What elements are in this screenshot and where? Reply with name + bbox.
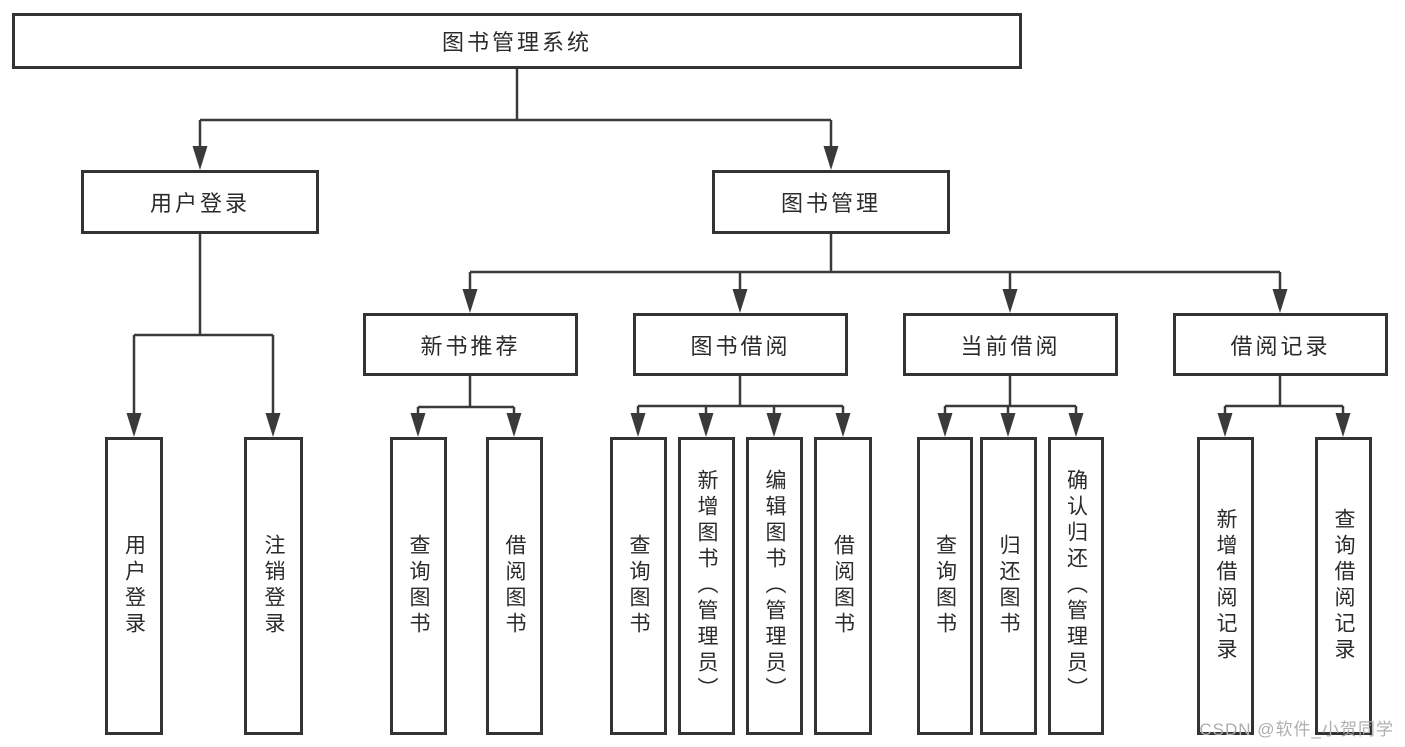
node-book-management-label: 图书管理: [780, 191, 881, 216]
arrowhead: [766, 413, 782, 437]
node-book-borrow-label: 图书借阅: [690, 333, 791, 359]
leaf-edit-book-admin: 编辑图书（管理员）: [746, 437, 803, 735]
leaf-query-book-recommend: 查询图书: [390, 437, 447, 735]
arrowhead: [1335, 413, 1351, 437]
node-root: 图书管理系统: [12, 13, 1022, 69]
node-new-book-recommend: 新书推荐: [363, 313, 578, 376]
arrowhead: [126, 413, 142, 437]
leaf-return-book: 归还图书: [980, 437, 1037, 735]
arrowhead: [1068, 413, 1084, 437]
arrowhead: [1000, 413, 1016, 437]
arrowhead: [1272, 289, 1288, 313]
arrowhead: [937, 413, 953, 437]
node-root-label: 图书管理系统: [441, 30, 592, 55]
leaf-add-borrow-record-label: 新增借阅记录: [1214, 508, 1237, 664]
watermark-text: CSDN @软件_小贺同学: [1199, 720, 1394, 739]
leaf-query-borrow-record-label: 查询借阅记录: [1332, 508, 1355, 664]
arrowhead: [192, 146, 208, 170]
node-book-management: 图书管理: [712, 170, 950, 234]
connector-borrow-records-to-leaves: [1217, 376, 1351, 437]
leaf-logout-login: 注销登录: [244, 437, 303, 735]
node-book-borrow: 图书借阅: [633, 313, 848, 376]
leaf-user-login-label: 用户登录: [122, 534, 146, 638]
leaf-borrow-book: 借阅图书: [814, 437, 872, 735]
leaf-confirm-return-admin: 确认归还（管理员）: [1048, 437, 1104, 735]
leaf-borrow-book-recommend: 借阅图书: [486, 437, 543, 735]
connector-book-management-to-level3: [462, 234, 1288, 313]
leaf-query-book-borrow: 查询图书: [610, 437, 667, 735]
leaf-return-book-label: 归还图书: [997, 534, 1020, 638]
node-current-borrow-label: 当前借阅: [960, 333, 1061, 359]
leaf-query-borrow-record: 查询借阅记录: [1315, 437, 1372, 735]
arrowhead: [462, 289, 478, 313]
leaf-query-book-borrow-label: 查询图书: [627, 534, 650, 638]
arrowhead: [265, 413, 281, 437]
connector-user-login-to-leaves: [126, 234, 281, 437]
arrowhead: [410, 413, 426, 437]
leaf-add-borrow-record: 新增借阅记录: [1197, 437, 1254, 735]
leaf-edit-book-admin-label: 编辑图书（管理员）: [763, 469, 786, 703]
arrowhead: [823, 146, 839, 170]
arrowhead: [506, 413, 522, 437]
leaf-logout-login-label: 注销登录: [262, 534, 285, 638]
arrowhead: [698, 413, 714, 437]
node-new-book-recommend-label: 新书推荐: [420, 333, 521, 359]
leaf-query-book-current: 查询图书: [917, 437, 973, 735]
node-user-login: 用户登录: [81, 170, 319, 234]
leaf-confirm-return-admin-label: 确认归还（管理员）: [1064, 469, 1088, 703]
arrowhead: [1217, 413, 1233, 437]
leaf-add-book-admin-label: 新增图书（管理员）: [695, 469, 718, 703]
connector-root-to-level2: [192, 69, 839, 170]
connector-current-borrow-to-leaves: [937, 376, 1084, 437]
node-borrow-records-label: 借阅记录: [1230, 333, 1331, 359]
leaf-borrow-book-label: 借阅图书: [831, 534, 855, 638]
arrowhead: [1002, 289, 1018, 313]
arrowhead: [835, 413, 851, 437]
node-user-login-label: 用户登录: [149, 191, 250, 216]
node-borrow-records: 借阅记录: [1173, 313, 1388, 376]
arrowhead: [732, 289, 748, 313]
node-current-borrow: 当前借阅: [903, 313, 1118, 376]
leaf-query-book-recommend-label: 查询图书: [407, 534, 430, 638]
leaf-query-book-current-label: 查询图书: [933, 534, 957, 638]
leaf-add-book-admin: 新增图书（管理员）: [678, 437, 735, 735]
leaf-borrow-book-recommend-label: 借阅图书: [503, 534, 526, 638]
leaf-user-login: 用户登录: [105, 437, 163, 735]
connector-book-borrow-to-leaves: [630, 376, 851, 437]
arrowhead: [630, 413, 646, 437]
connector-new-book-recommend-to-leaves: [410, 376, 522, 437]
